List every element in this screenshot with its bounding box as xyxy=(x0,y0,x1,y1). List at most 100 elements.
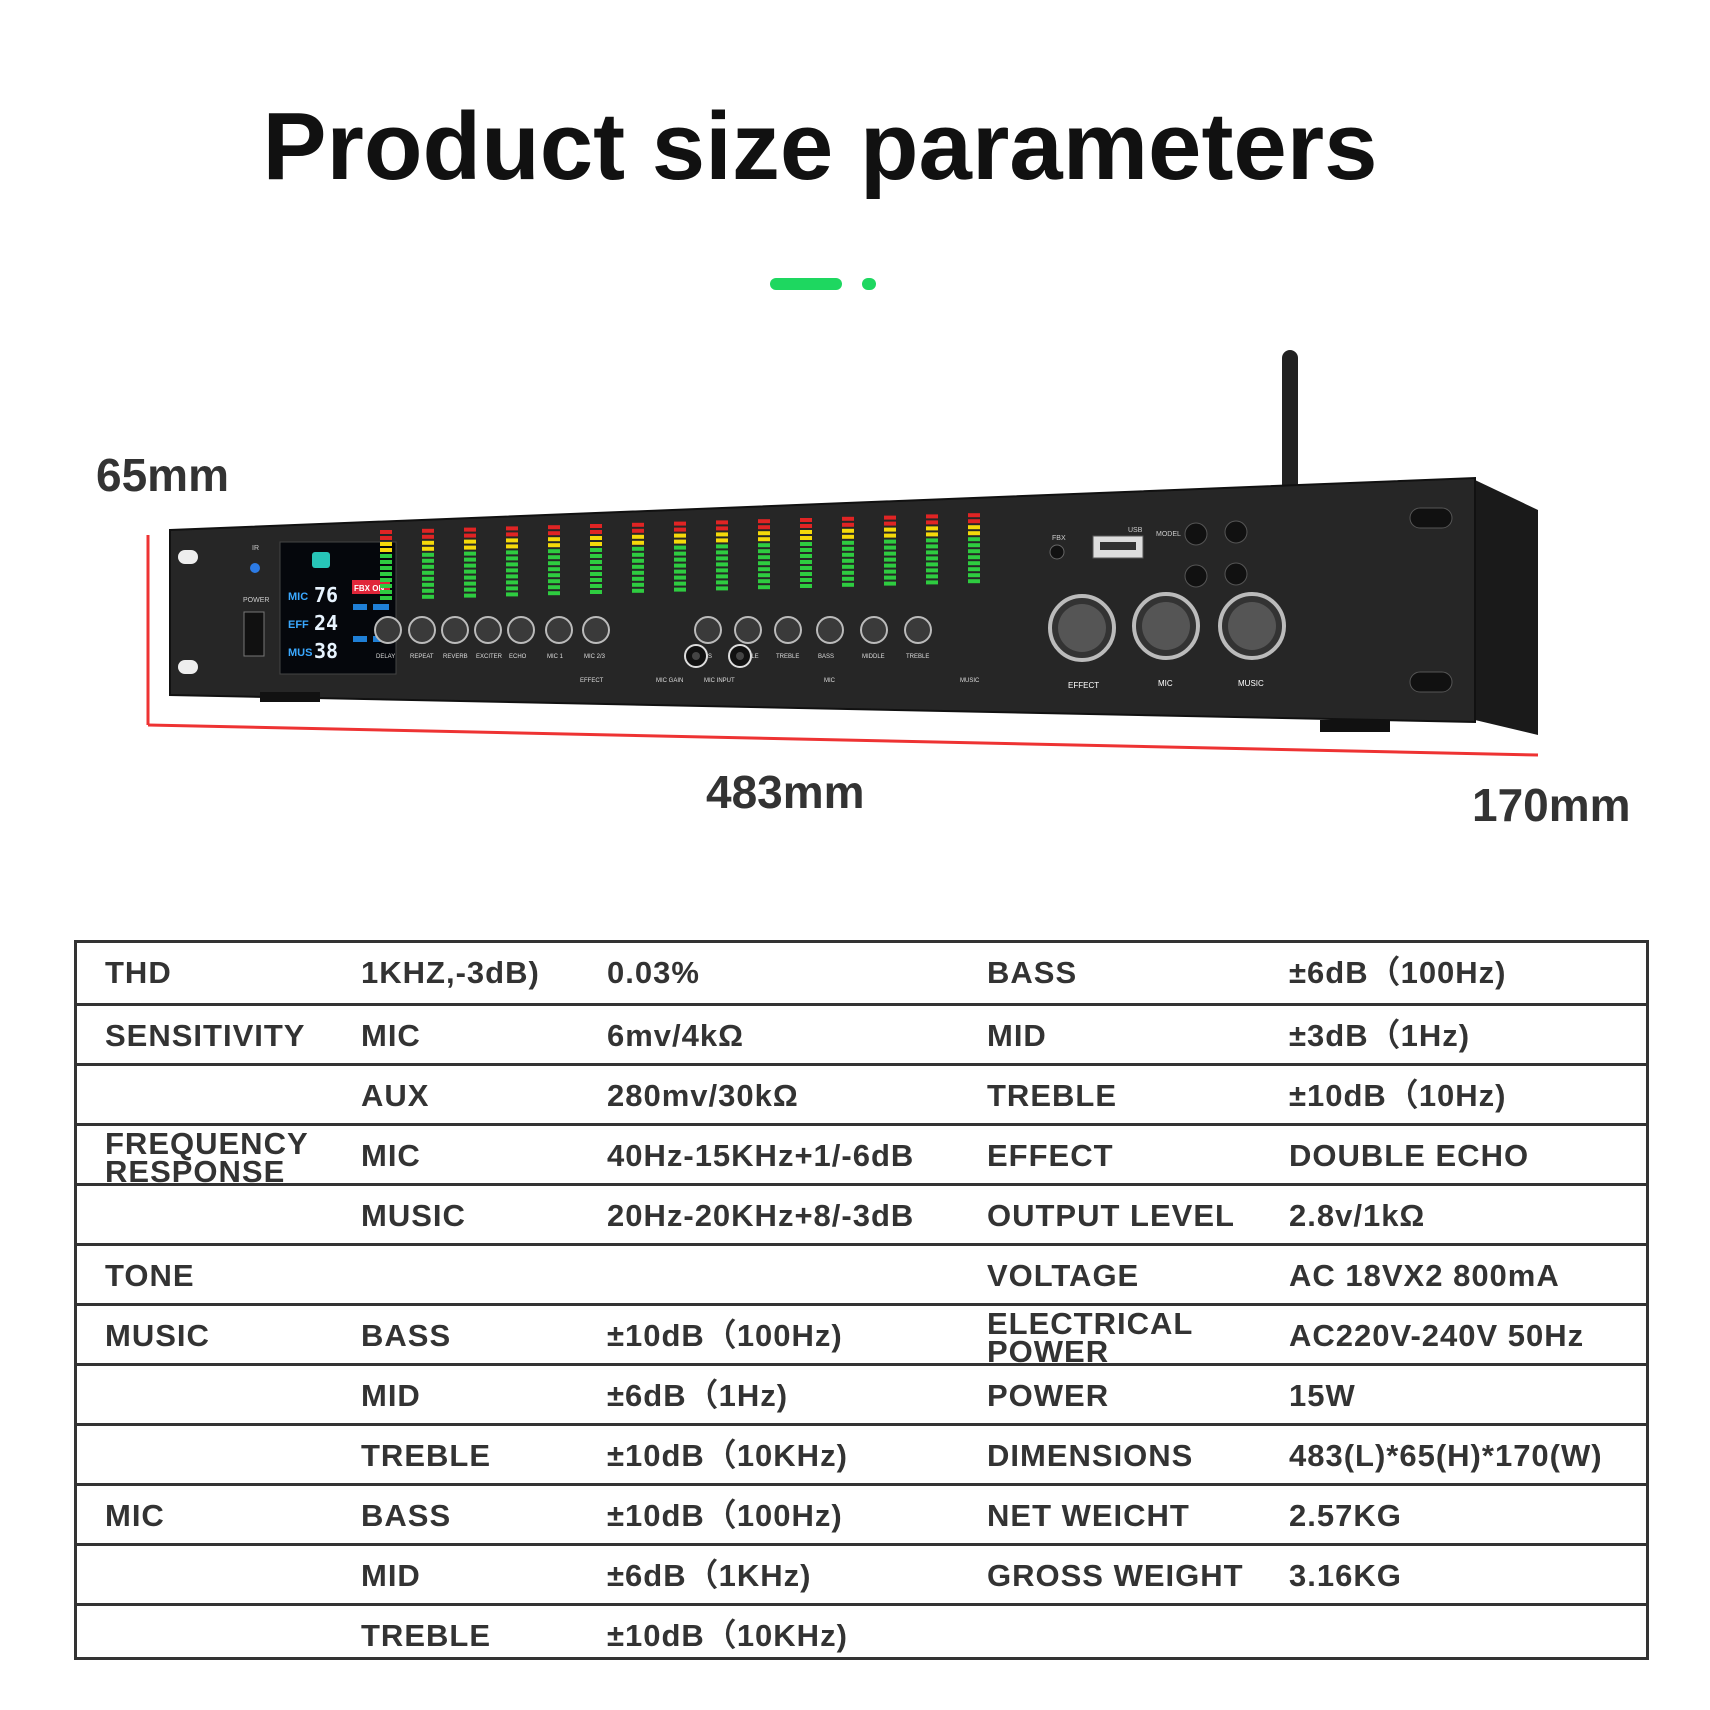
small-knob: EXCITER xyxy=(474,616,503,660)
fbx-badge-label: FBX ON xyxy=(354,584,384,593)
led-segment xyxy=(800,566,812,570)
led-segment xyxy=(716,532,728,537)
led-segment xyxy=(674,581,686,586)
led-segment xyxy=(674,557,686,562)
led-segment xyxy=(464,563,476,568)
fbx-button xyxy=(1049,544,1065,560)
led-segment xyxy=(548,531,560,536)
group-label-mic-input: MIC INPUT xyxy=(704,678,735,684)
led-segment xyxy=(842,564,854,569)
led-segment xyxy=(422,534,434,539)
spec-cell: 1KHZ,-3dB) xyxy=(361,955,540,990)
length-dimension-line xyxy=(147,723,1539,757)
led-segment xyxy=(464,533,476,538)
led-segment xyxy=(758,567,770,572)
led-segment xyxy=(968,537,980,542)
spec-cell: TREBLE xyxy=(361,1438,491,1473)
spec-row: TREBLE ±10dB（10KHz) xyxy=(77,1603,1646,1663)
led-segment xyxy=(548,549,560,554)
display-value-mic: 76 xyxy=(314,583,338,607)
led-segment xyxy=(590,590,602,594)
spec-cell: SENSITIVITY xyxy=(105,1018,306,1053)
led-segment xyxy=(632,564,644,569)
led-segment xyxy=(548,573,560,578)
usb-display-icon xyxy=(312,552,330,568)
knob-label: ECHO xyxy=(509,654,527,660)
led-segment xyxy=(590,560,602,564)
led-segment xyxy=(590,584,602,588)
led-segment xyxy=(758,573,770,578)
spec-cell: ±10dB（100Hz) xyxy=(607,1318,843,1353)
antenna-icon xyxy=(1282,350,1298,500)
rack-hole-icon xyxy=(1409,671,1453,693)
led-segment xyxy=(842,528,854,533)
spec-cell: BASS xyxy=(361,1318,452,1353)
ir-label: IR xyxy=(252,545,259,552)
spec-cell: ±10dB（10KHz) xyxy=(607,1618,848,1653)
effect-volume-knob xyxy=(1048,594,1116,662)
spec-cell: MID xyxy=(361,1378,421,1413)
led-segment xyxy=(380,530,392,534)
led-segment xyxy=(758,555,770,560)
led-segment xyxy=(590,548,602,552)
led-segment xyxy=(926,550,938,555)
led-segment xyxy=(422,558,434,563)
spec-cell: 6mv/4kΩ xyxy=(607,1018,744,1053)
led-segment xyxy=(674,551,686,556)
led-segment xyxy=(842,582,854,587)
led-segment xyxy=(548,561,560,566)
led-segment xyxy=(506,562,518,567)
fbx-label: FBX xyxy=(1052,535,1066,542)
led-segment xyxy=(884,533,896,538)
spec-cell: VOLTAGE xyxy=(987,1258,1140,1293)
led-segment xyxy=(968,519,980,524)
spec-cell: BASS xyxy=(361,1498,452,1533)
spec-cell: DOUBLE ECHO xyxy=(1289,1138,1530,1173)
spec-cell: OUTPUT LEVEL xyxy=(987,1198,1235,1233)
led-segment xyxy=(716,544,728,549)
led-segment xyxy=(422,564,434,569)
led-segment xyxy=(464,527,476,532)
group-label-effect: EFFECT xyxy=(580,678,604,684)
led-segment xyxy=(884,575,896,580)
led-segment xyxy=(842,570,854,575)
led-segment xyxy=(800,524,812,528)
spec-cell: EFFECT xyxy=(987,1138,1114,1173)
spec-cell: GROSS WEIGHT xyxy=(987,1558,1244,1593)
led-segment xyxy=(548,579,560,584)
spec-cell: TREBLE xyxy=(361,1618,491,1653)
led-segment xyxy=(506,574,518,579)
knob-label: TREBLE xyxy=(906,654,929,660)
spec-cell: 280mv/30kΩ xyxy=(607,1078,799,1113)
led-segment xyxy=(758,561,770,566)
led-segment xyxy=(464,575,476,580)
led-segment xyxy=(926,574,938,579)
knob-label: EXCITER xyxy=(476,654,503,660)
led-segment xyxy=(632,570,644,575)
small-knob: REVERB xyxy=(441,616,469,660)
spec-row: MID ±6dB（1KHz) GROSS WEIGHT 3.16KG xyxy=(77,1543,1646,1603)
rack-hole-icon xyxy=(178,660,198,674)
led-segment xyxy=(422,546,434,551)
led-segment xyxy=(422,552,434,557)
small-knob: BASS xyxy=(816,616,844,660)
led-segment xyxy=(548,567,560,572)
knob-label: BASS xyxy=(818,654,834,660)
led-segment xyxy=(968,561,980,566)
led-segment xyxy=(380,548,392,552)
led-segment xyxy=(506,580,518,585)
led-segment xyxy=(716,520,728,525)
led-segment xyxy=(800,548,812,552)
display-value-mus: 38 xyxy=(314,639,338,663)
led-segment xyxy=(632,552,644,557)
led-segment xyxy=(674,533,686,538)
spec-cell: MID xyxy=(361,1558,421,1593)
led-segment xyxy=(380,536,392,540)
led-segment xyxy=(968,531,980,536)
ir-indicator-icon xyxy=(250,563,260,573)
led-segment xyxy=(464,539,476,544)
group-label-mic: MIC xyxy=(824,678,836,684)
led-segment xyxy=(464,551,476,556)
led-segment xyxy=(632,546,644,551)
spec-cell: ±10dB（10Hz) xyxy=(1289,1078,1507,1113)
